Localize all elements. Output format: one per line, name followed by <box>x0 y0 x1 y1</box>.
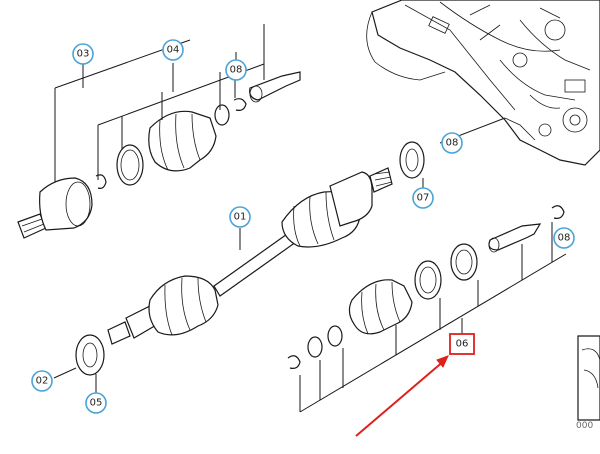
callout-08-top-right[interactable]: 08 <box>441 132 463 154</box>
gearbox-housing <box>366 0 600 166</box>
callout-08-upper-label: 08 <box>230 65 243 76</box>
corner-thumbnail: 000 <box>576 335 600 431</box>
red-pointer-arrow <box>355 355 449 437</box>
callout-08-right[interactable]: 08 <box>553 227 575 249</box>
callout-06-highlighted[interactable]: 06 <box>449 333 475 355</box>
callout-05[interactable]: 05 <box>85 392 107 414</box>
callout-01-label: 01 <box>234 212 247 223</box>
callout-02-label: 02 <box>36 376 49 387</box>
drive-shaft-assembly <box>107 167 393 345</box>
callout-05-label: 05 <box>90 398 103 409</box>
outer-joint-group <box>17 71 301 239</box>
callout-08-right-label: 08 <box>558 233 571 244</box>
callout-04[interactable]: 04 <box>162 39 184 61</box>
washer-05 <box>75 334 105 394</box>
corner-code: 000 <box>576 421 593 431</box>
leader-lines-lower <box>299 222 567 413</box>
callout-06-label: 06 <box>456 339 469 350</box>
leader-02 <box>53 367 77 379</box>
callout-01[interactable]: 01 <box>229 206 251 228</box>
callout-04-label: 04 <box>167 45 180 56</box>
inner-joint-group <box>287 205 565 369</box>
callout-02[interactable]: 02 <box>31 370 53 392</box>
callout-03-label: 03 <box>77 49 90 60</box>
callout-08-upper[interactable]: 08 <box>225 59 247 81</box>
callout-08-top-right-label: 08 <box>446 138 459 149</box>
callout-07[interactable]: 07 <box>412 187 434 209</box>
callout-03[interactable]: 03 <box>72 43 94 65</box>
washer-07 <box>399 141 425 192</box>
callout-07-label: 07 <box>417 193 430 204</box>
